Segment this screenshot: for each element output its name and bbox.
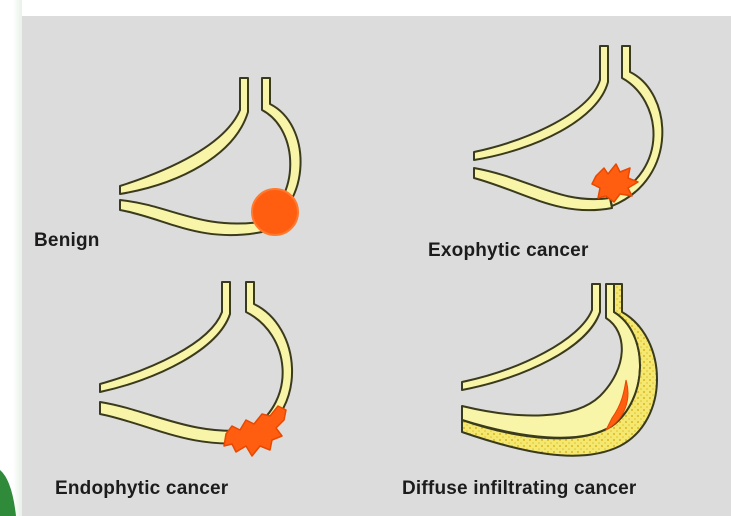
label-benign: Benign [34,230,100,252]
stomach-diffuse [462,284,657,456]
endophytic-lesion [224,406,286,456]
benign-lesion [252,189,298,235]
label-endophytic-cancer: Endophytic cancer [55,478,228,500]
label-exophytic-cancer: Exophytic cancer [428,240,589,262]
stomach-exophytic [474,46,662,210]
label-diffuse-infiltrating-cancer: Diffuse infiltrating cancer [402,478,637,500]
exophytic-lesion [592,164,638,202]
